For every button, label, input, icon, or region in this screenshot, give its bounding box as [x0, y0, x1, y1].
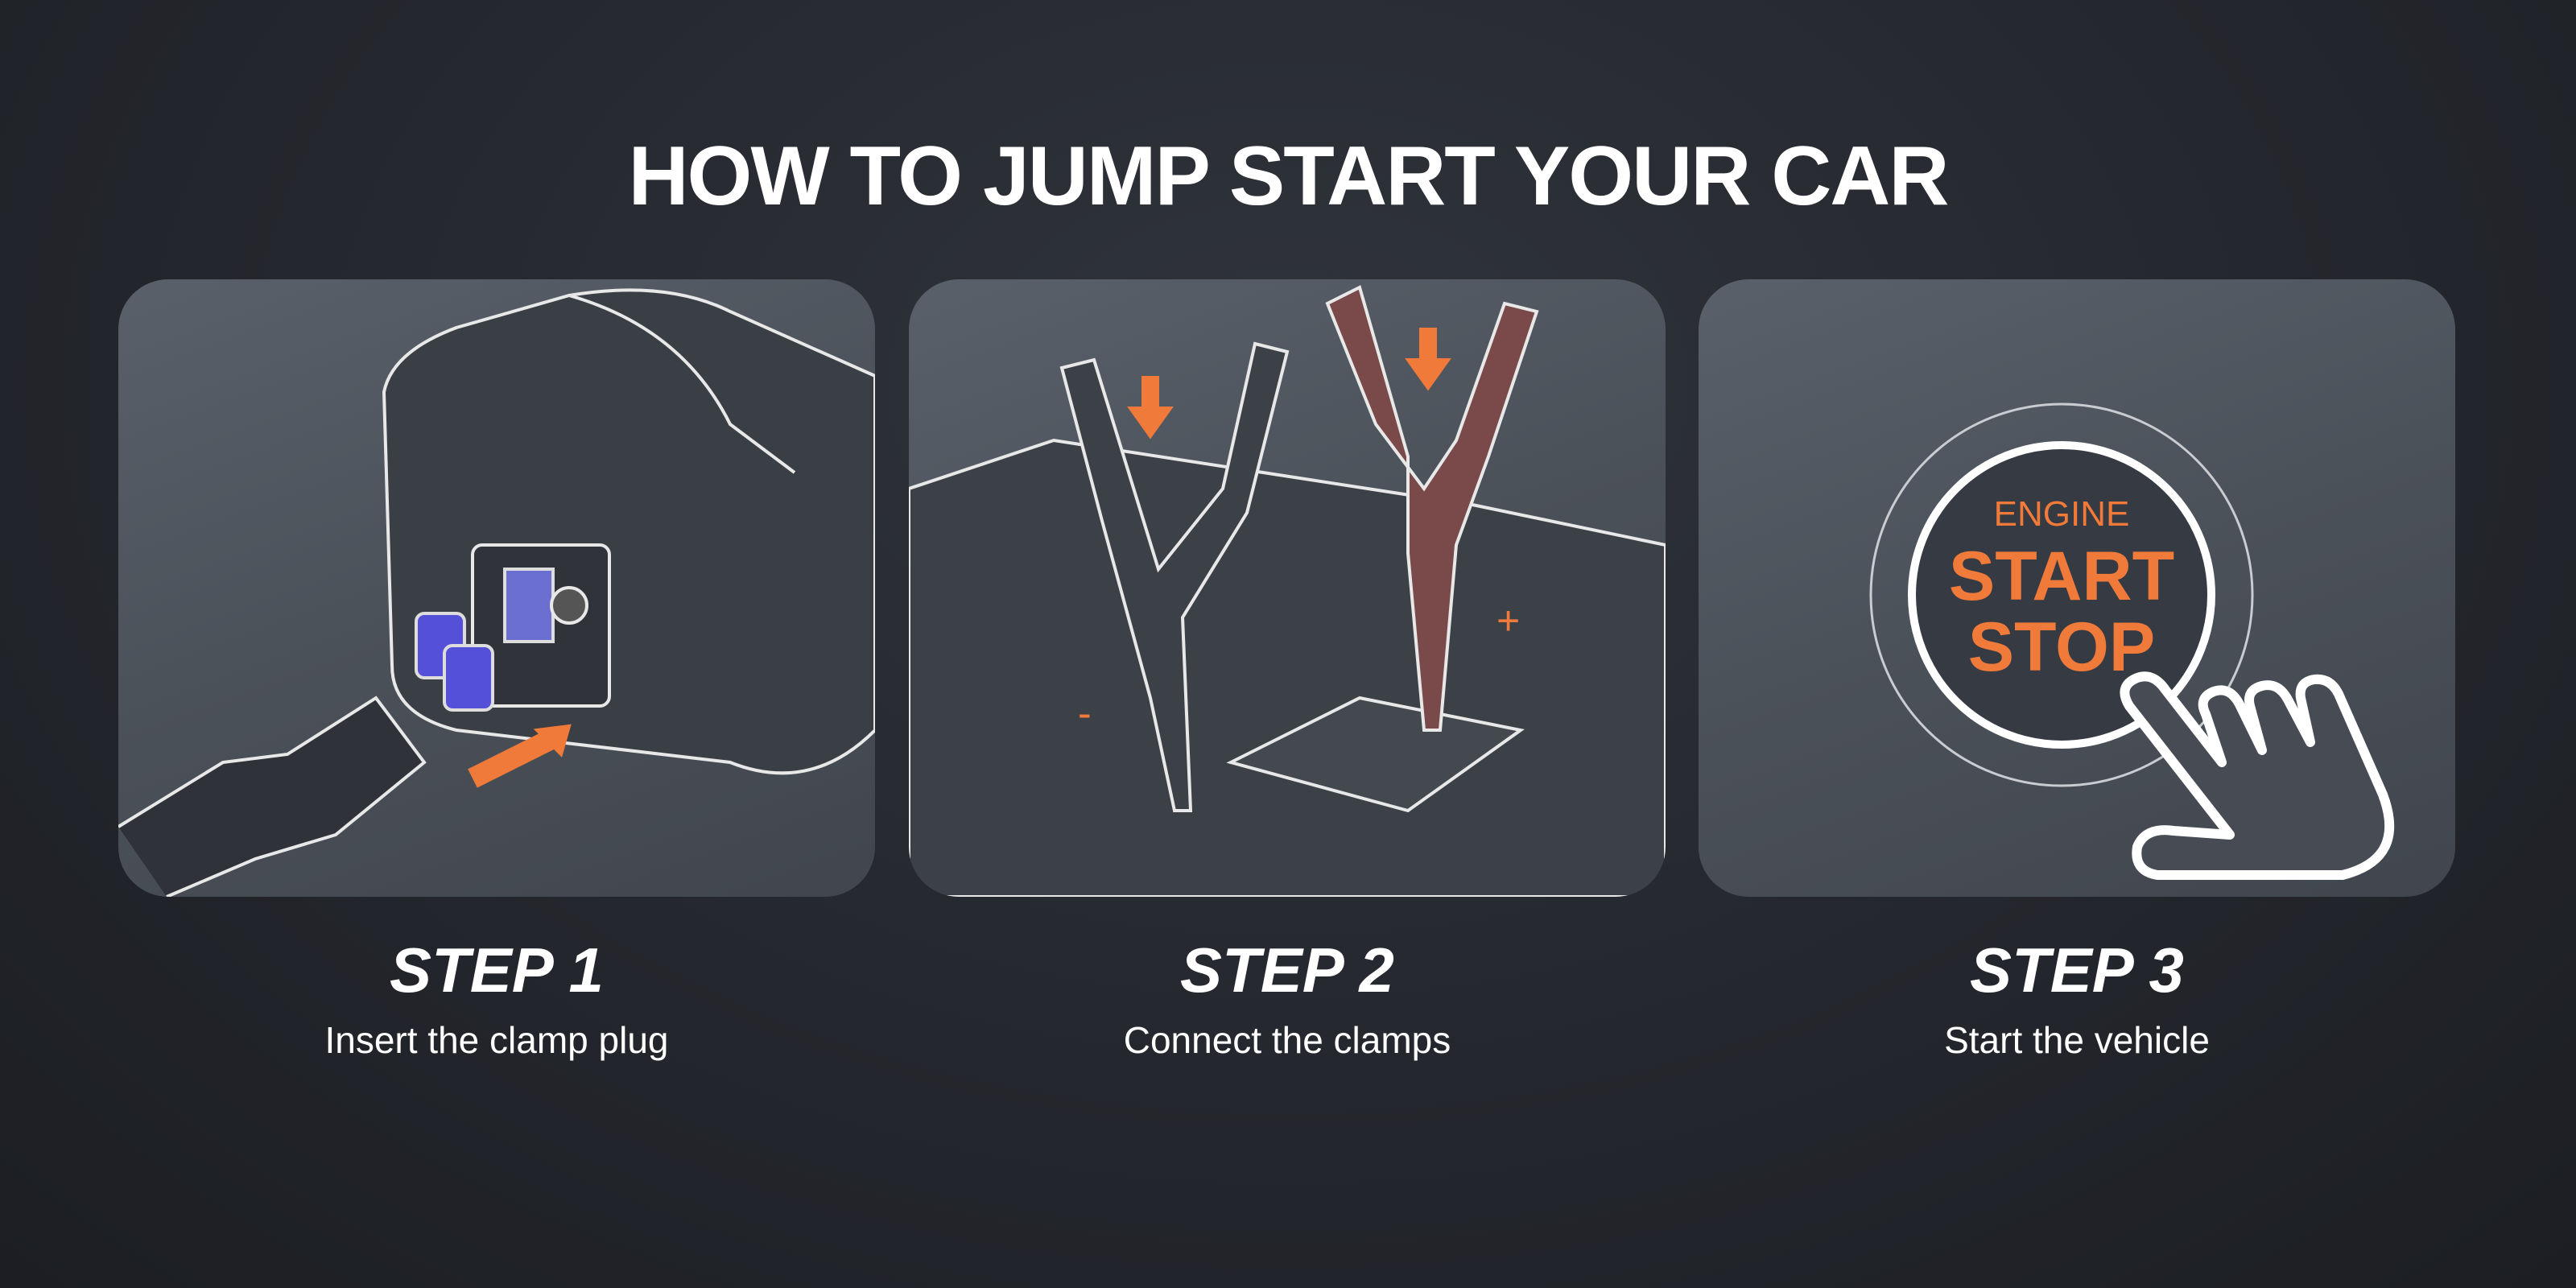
step-3-caption: STEP 3 Start the vehicle — [1699, 934, 2455, 1062]
page-title: HOW TO JUMP START YOUR CAR — [628, 130, 1949, 223]
step-2-illustration: - + — [909, 279, 1666, 897]
step-2-description: Connect the clamps — [1123, 1019, 1451, 1061]
step-3-illustration: ENGINE START STOP — [1699, 279, 2455, 897]
stop-label: STOP — [1967, 609, 2156, 686]
negative-polarity-label: - — [1078, 691, 1092, 736]
step-2-label: STEP 2 — [1180, 935, 1394, 1005]
engine-label: ENGINE — [1993, 494, 2130, 534]
step-3-description: Start the vehicle — [1944, 1019, 2210, 1061]
positive-polarity-label: + — [1496, 598, 1521, 643]
engine-start-stop-button: ENGINE START STOP — [1912, 494, 2211, 686]
step-2-caption: STEP 2 Connect the clamps — [909, 934, 1666, 1062]
step-1-caption: STEP 1 Insert the clamp plug — [118, 934, 875, 1062]
start-label: START — [1948, 538, 2175, 615]
pointing-hand-icon — [2120, 671, 2395, 880]
step-1-description: Insert the clamp plug — [324, 1019, 669, 1061]
step-1-illustration — [118, 279, 875, 897]
step-3-label: STEP 3 — [1970, 935, 2184, 1005]
step-1-label: STEP 1 — [390, 935, 604, 1005]
